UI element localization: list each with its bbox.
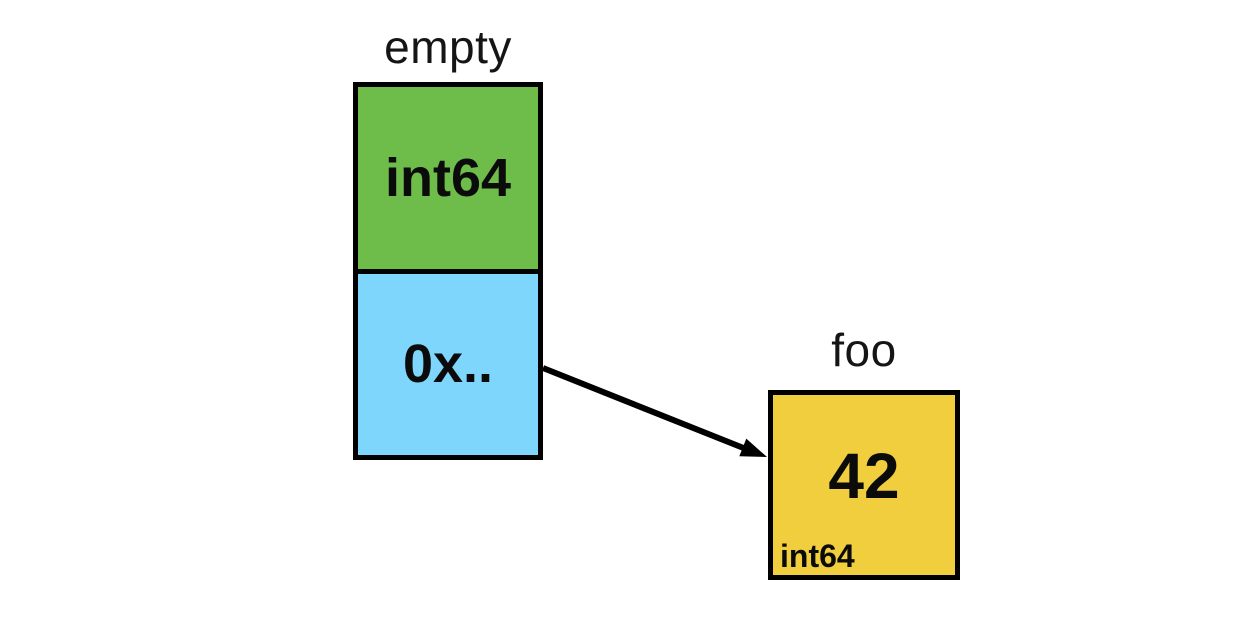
arrow-line: [541, 365, 748, 452]
target-value: 42: [828, 440, 900, 512]
arrow-head: [739, 438, 767, 457]
target-type-label: int64: [780, 537, 855, 574]
target-box: 42 int64: [768, 390, 960, 580]
pointer-cell: 0x..: [358, 273, 538, 455]
type-cell-label: int64: [384, 147, 512, 208]
pointer-cell-label: 0x..: [402, 334, 494, 395]
variable-stack-box: int64 0x..: [353, 82, 543, 460]
target-label-foo: foo: [831, 324, 897, 376]
type-cell: int64: [358, 87, 538, 274]
variable-label-empty: empty: [384, 21, 512, 73]
